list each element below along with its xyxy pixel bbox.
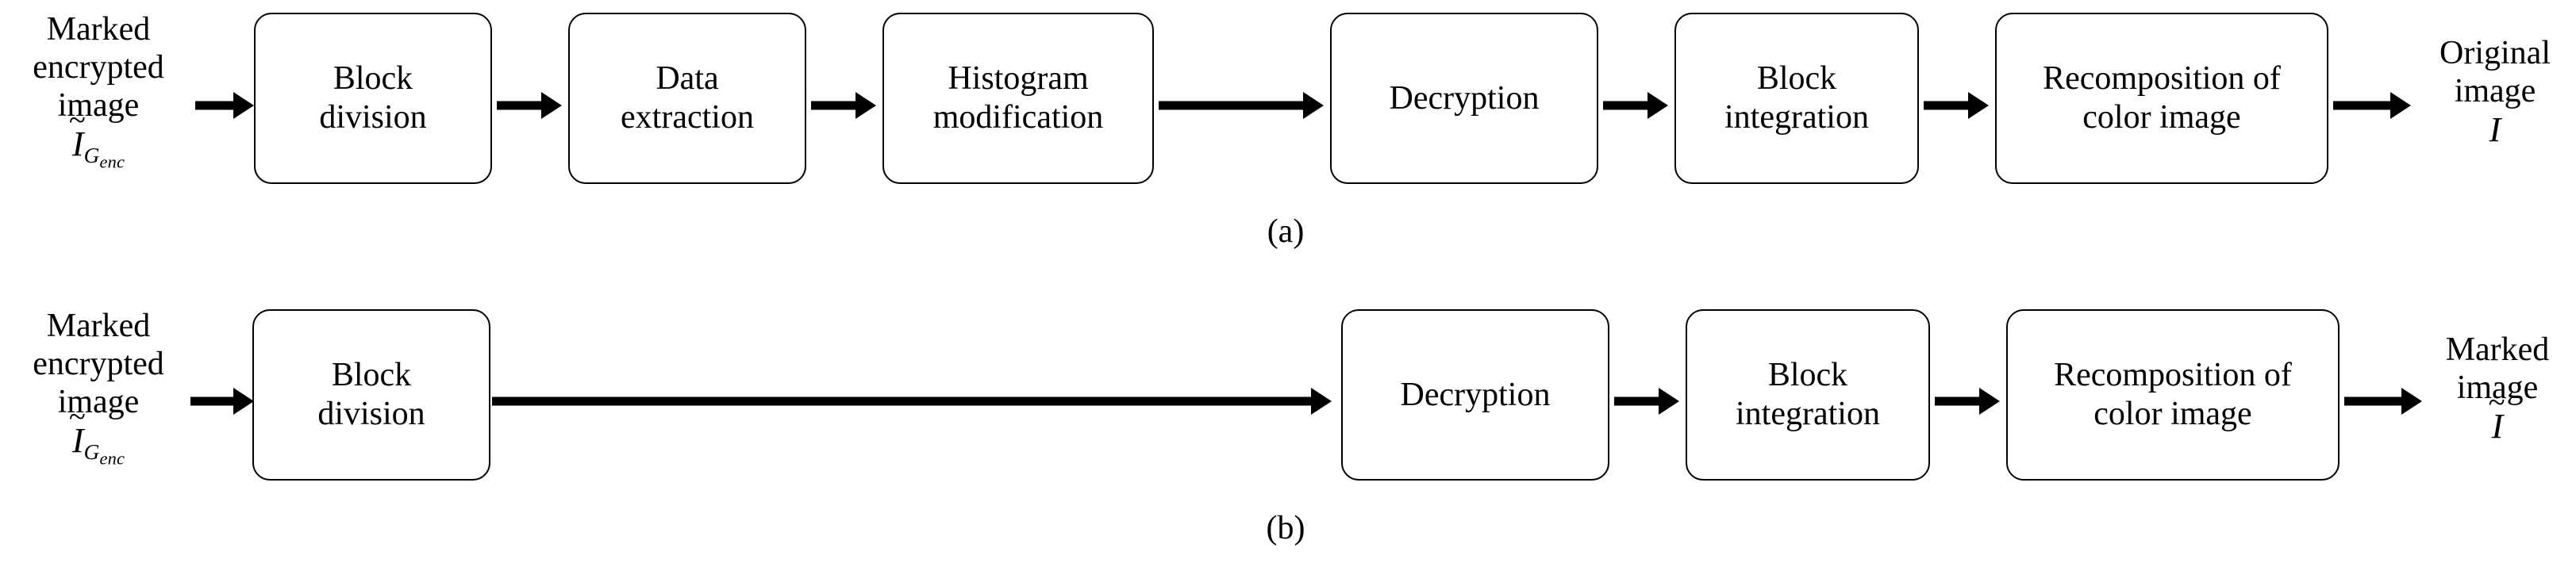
row-b-input-line-3: image — [57, 383, 140, 420]
row-a-output-symbol-base: I — [2489, 109, 2501, 149]
arrow-shaft — [1924, 101, 1970, 110]
arrow-shaft — [2333, 101, 2392, 110]
caption-b: (b) — [1266, 510, 1305, 546]
row-b-input-line-2: encrypted — [33, 345, 164, 382]
caption-a: (a) — [1267, 213, 1305, 250]
arrow-head — [1311, 388, 1332, 415]
row-a-input-symbol: ~IGenc — [6, 105, 190, 172]
row-a-input-line-3: image — [57, 86, 140, 124]
arrow-shaft — [811, 101, 857, 110]
row-a-input-line-1: Marked — [46, 11, 151, 48]
arrow-head — [233, 388, 254, 415]
box-label: Decryption — [1400, 376, 1551, 413]
row-a-input-symbol-subsub: enc — [99, 151, 125, 172]
row-b-input-symbol-base: I — [71, 420, 84, 460]
row-a-output-symbol: I — [2417, 109, 2573, 149]
row-b-output-symbol-base: I — [2491, 406, 2504, 446]
row-b-input-symbol-sub-base: G — [83, 439, 100, 464]
arrow-shaft — [2344, 396, 2403, 406]
row-b-output-line-2: image — [2456, 369, 2539, 406]
arrow-shaft — [1159, 101, 1305, 110]
row-b-output-symbol: ~I — [2422, 387, 2573, 446]
row-a-input-symbol-sub: Genc — [83, 143, 125, 171]
row-a-input-symbol-accent: ~ — [68, 102, 86, 137]
row-b-box-decryption[interactable]: Decryption — [1341, 309, 1609, 481]
arrow-head — [1303, 92, 1324, 119]
row-b-input-symbol: ~IGenc — [6, 401, 190, 469]
arrow-shaft — [497, 101, 543, 110]
arrow-head — [2401, 388, 2422, 415]
row-a-input-label: Marked encrypted image ~IGenc — [6, 11, 190, 172]
row-b-output-label: Marked image ~I — [2422, 331, 2573, 446]
row-b-input-symbol-subsub: enc — [99, 448, 125, 469]
row-b-input-symbol-accent: ~ — [68, 399, 86, 434]
row-a-input-line-2: encrypted — [33, 48, 164, 86]
arrow-head — [855, 92, 876, 119]
arrow-head — [1647, 92, 1668, 119]
row-a-input-symbol-base: I — [71, 124, 84, 163]
arrow-shaft — [195, 101, 235, 110]
arrow-shaft — [190, 396, 235, 406]
box-label: Decryption — [1389, 79, 1540, 117]
arrow-shaft — [1614, 396, 1660, 406]
row-b-input-line-1: Marked — [46, 308, 151, 344]
arrow-head — [2390, 92, 2411, 119]
arrow-head — [233, 92, 254, 119]
arrow-shaft — [492, 396, 1313, 406]
row-a-input-symbol-sub-base: G — [83, 143, 100, 167]
arrow-shaft — [1935, 396, 1981, 406]
arrow-head — [1968, 92, 1989, 119]
row-b-input-symbol-sub: Genc — [83, 439, 125, 468]
arrow-head — [1979, 388, 2000, 415]
row-a-box-decryption[interactable]: Decryption — [1330, 13, 1598, 184]
arrow-head — [1659, 388, 1679, 415]
row-a-output-label: Original image I — [2417, 35, 2573, 149]
row-a-output-line-2: image — [2454, 72, 2536, 109]
row-b-output-symbol-accent: ~ — [2488, 385, 2505, 419]
row-b-input-label: Marked encrypted image ~IGenc — [6, 308, 190, 469]
row-b-output-line-1: Marked — [2445, 331, 2550, 368]
row-a-output-line-1: Original — [2440, 35, 2551, 71]
arrow-head — [541, 92, 562, 119]
arrow-shaft — [1603, 101, 1649, 110]
